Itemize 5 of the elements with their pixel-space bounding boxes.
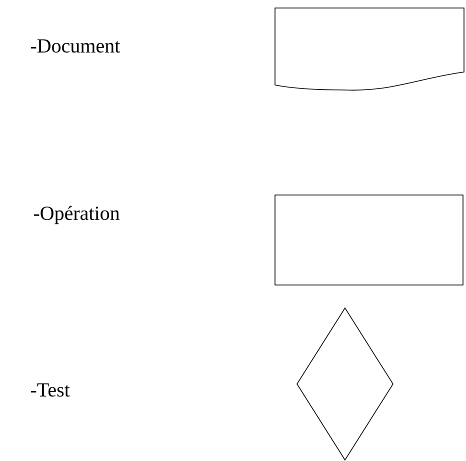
shape-label: -Opération xyxy=(34,206,120,224)
shape-label: -Test xyxy=(30,383,70,397)
process-box xyxy=(274,194,464,286)
shape-label: -Document xyxy=(30,39,120,53)
document-shape xyxy=(274,8,464,91)
